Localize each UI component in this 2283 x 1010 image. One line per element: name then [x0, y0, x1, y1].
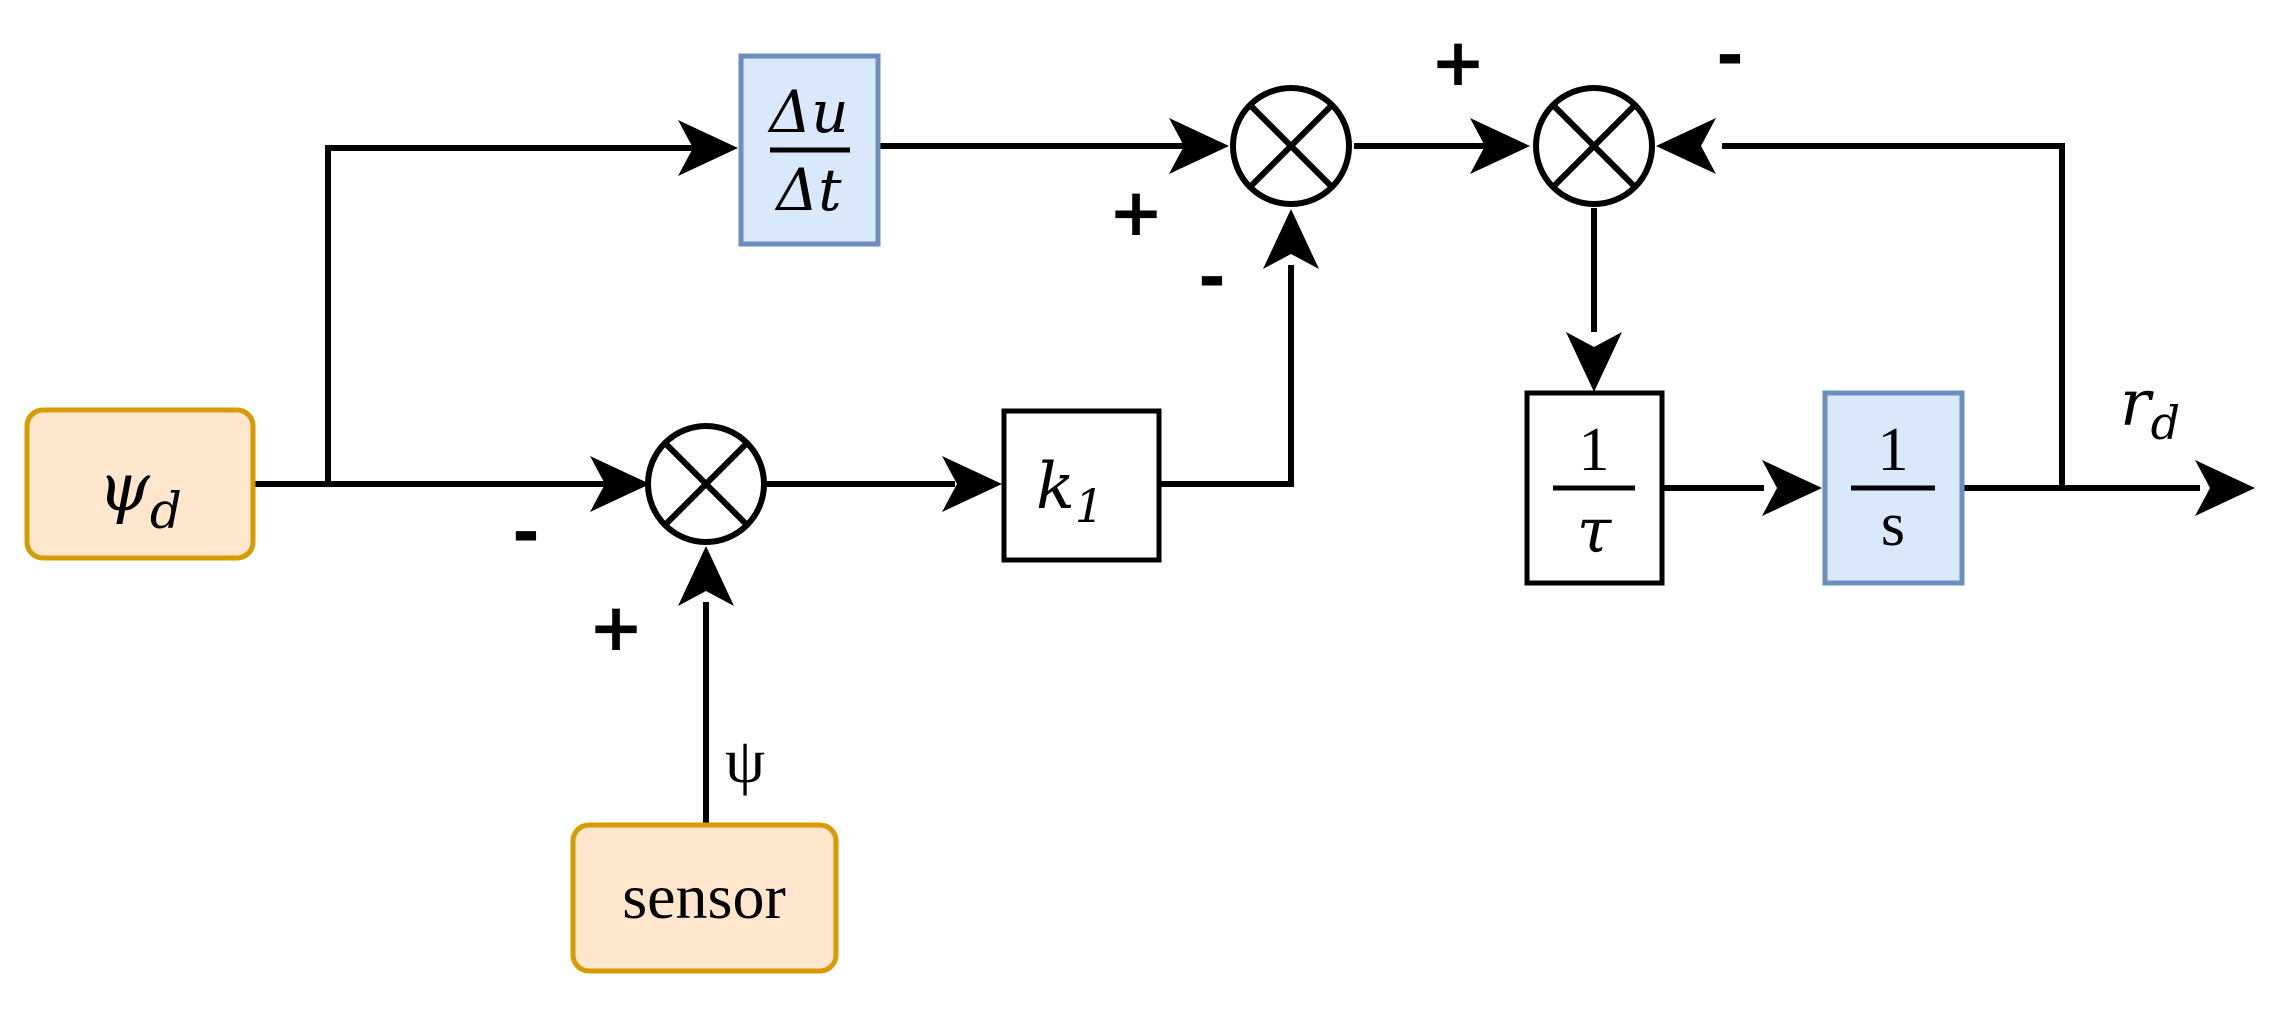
sensor-block: sensor: [570, 822, 839, 974]
reference-symbol: ψ: [98, 449, 151, 526]
integrator-block: 1 s: [1822, 390, 1965, 586]
summing-junction-middle: [1230, 85, 1352, 207]
svg-text:k1: k1: [1036, 450, 1104, 533]
sign-sum-middle-gain: -: [1198, 239, 1225, 316]
svg-text:ψd: ψd: [98, 449, 182, 540]
lag-denominator: τ: [1577, 494, 1613, 567]
signal-wires: [252, 143, 2200, 825]
sign-sum-right-input: +: [1430, 24, 1485, 101]
sensor-label: sensor: [622, 861, 786, 932]
wire-branch-to-derivative: [325, 145, 700, 484]
summing-junction-left: [645, 423, 767, 545]
arrowhead-to-lag: [1566, 332, 1622, 392]
lag-numerator: 1: [1579, 416, 1610, 484]
arrowhead-output: [2195, 460, 2255, 516]
reference-subscript: d: [150, 482, 182, 540]
arrowhead-to-sum-middle-left: [1169, 118, 1229, 174]
wire-feedback-to-sum-right: [1722, 143, 2065, 488]
arrowhead-to-sum-left-bottom: [678, 546, 734, 606]
sign-sum-left-sensor: +: [588, 589, 643, 666]
arrowhead-to-sum-right-left: [1470, 118, 1530, 174]
arrowhead-to-sum-middle-bottom: [1263, 209, 1319, 269]
wire-gain-to-sum-middle: [1158, 265, 1294, 487]
derivative-numerator: Δu: [767, 78, 848, 146]
sign-sum-middle-derivative: +: [1108, 174, 1163, 251]
lag-block: 1 τ: [1524, 390, 1665, 586]
derivative-denominator: Δt: [774, 156, 842, 224]
output-signal-subscript: d: [2151, 396, 2180, 450]
sign-sum-right-feedback: -: [1716, 17, 1743, 94]
arrowhead-feedback-to-sum-right: [1656, 118, 1716, 174]
output-signal-symbol: r: [2120, 367, 2154, 441]
measured-signal-label: ψ: [725, 725, 765, 796]
reference-block: ψd: [24, 407, 256, 561]
integrator-denominator: s: [1881, 491, 1905, 559]
gain-symbol: k: [1036, 450, 1075, 524]
arrowhead-to-sum-left: [590, 456, 650, 512]
sign-sum-left-reference: -: [512, 494, 539, 571]
arrowhead-to-gain: [942, 456, 1002, 512]
svg-text:rd: rd: [2120, 367, 2180, 450]
gain-subscript: 1: [1075, 479, 1104, 533]
arrowhead-to-derivative: [678, 120, 738, 176]
integrator-numerator: 1: [1878, 416, 1909, 484]
arrowhead-to-integrator: [1762, 460, 1822, 516]
summing-junction-right: [1533, 85, 1655, 207]
gain-block: k1: [1001, 408, 1162, 563]
derivative-block: Δu Δt: [738, 53, 881, 247]
arrowheads: [590, 118, 2255, 606]
